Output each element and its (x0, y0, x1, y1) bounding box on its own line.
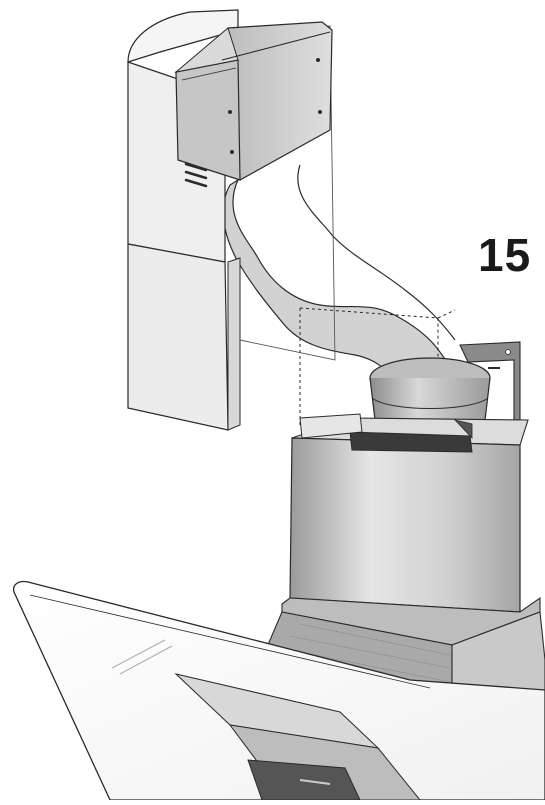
glass-front-panel (12, 580, 545, 801)
dashed-frame-outline (299, 307, 456, 452)
step-number: 15 (478, 229, 532, 281)
hood-main-box (289, 413, 529, 613)
upper-duct-box (174, 21, 333, 181)
